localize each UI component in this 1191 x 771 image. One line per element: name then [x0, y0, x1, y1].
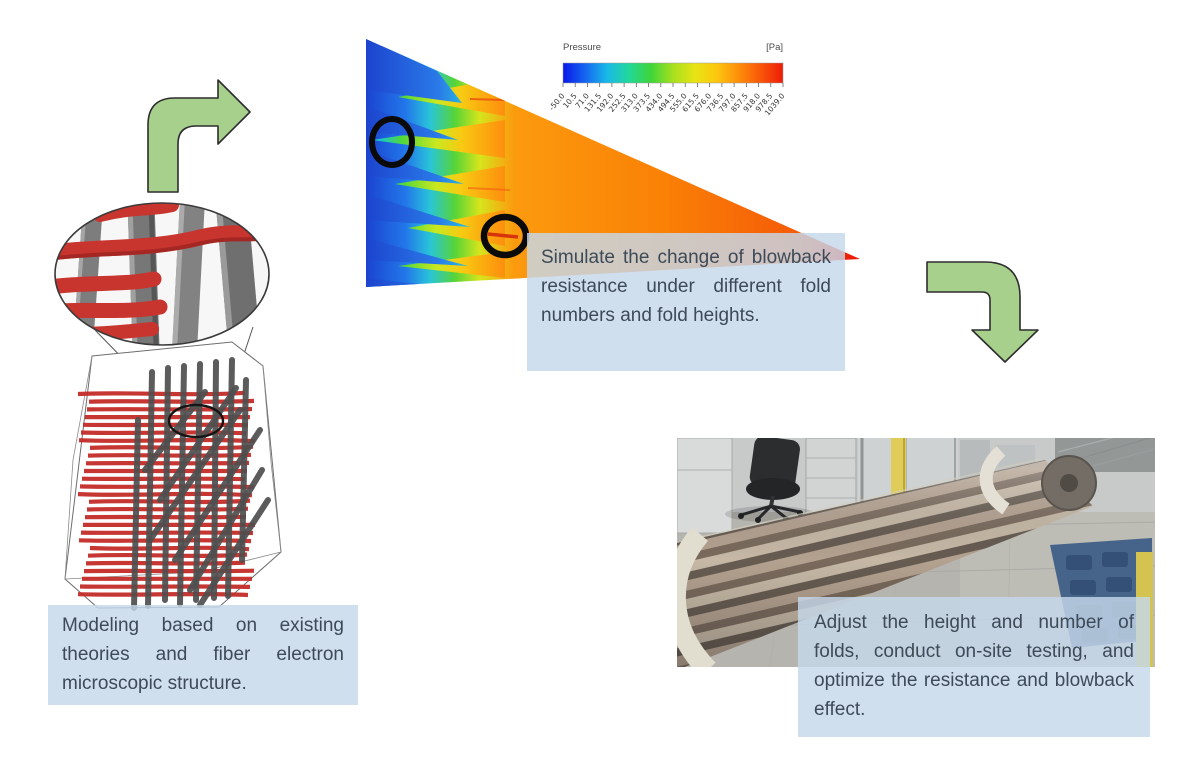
cfd-contour-figure: [366, 39, 860, 287]
bundle-strap-left: [677, 527, 716, 667]
filter-bag-bundle: [677, 446, 1097, 667]
colorbar-title: Pressure: [563, 42, 601, 53]
contour-annotation-circle-2: [480, 213, 530, 259]
office-chair: [725, 438, 815, 523]
colorbar-unit: [Pa]: [766, 42, 783, 53]
bundle-strap-right: [979, 446, 1010, 515]
colorbar-tick-labels: -50.010.571.0131.5192.0252.5313.0373.543…: [547, 83, 787, 117]
gray-rod-array: [131, 357, 271, 611]
contour-annotation-circle-1: [369, 116, 415, 168]
colorbar-gradient-bar: [562, 62, 784, 84]
caption-modeling: Modeling based on existing theories and …: [48, 605, 358, 705]
cfd-fold-pattern: [366, 39, 541, 287]
magnified-fiber-inset: [54, 202, 270, 346]
turn-right-arrow-icon: [147, 79, 251, 193]
caption-simulation: Simulate the change of blowback resistan…: [527, 233, 845, 371]
caption-testing: Adjust the height and number of folds, c…: [798, 597, 1150, 737]
fiber-model-box: [64, 341, 282, 611]
turn-down-arrow-icon: [926, 261, 1039, 363]
model-annotation-circle: [167, 403, 225, 439]
colorbar: Pressure [Pa] -50.010.571.0131.5192.0252…: [547, 42, 787, 117]
